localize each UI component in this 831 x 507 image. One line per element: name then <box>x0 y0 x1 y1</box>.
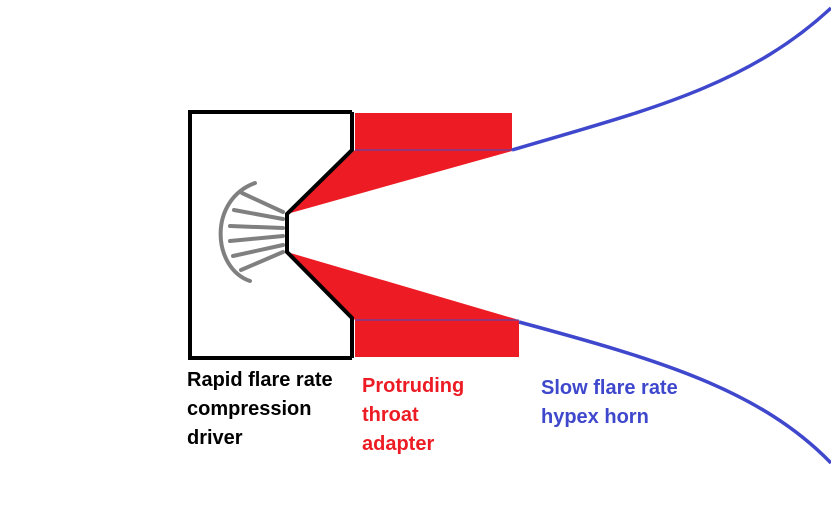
diaphragm-icon <box>218 181 285 283</box>
throat-adapter <box>287 113 519 357</box>
driver-label: Rapid flare rate compression driver <box>187 369 333 449</box>
horn-label: Slow flare rate hypex horn <box>541 377 678 428</box>
horn-lower-curve <box>518 320 831 465</box>
compression-driver-body <box>188 110 352 360</box>
compression-driver-throat <box>285 112 354 358</box>
throat-adapter-lower <box>287 252 519 357</box>
adapter-label: Protruding throat adapter <box>362 375 465 455</box>
horn-upper-curve <box>511 6 831 152</box>
throat-adapter-upper <box>287 113 512 214</box>
